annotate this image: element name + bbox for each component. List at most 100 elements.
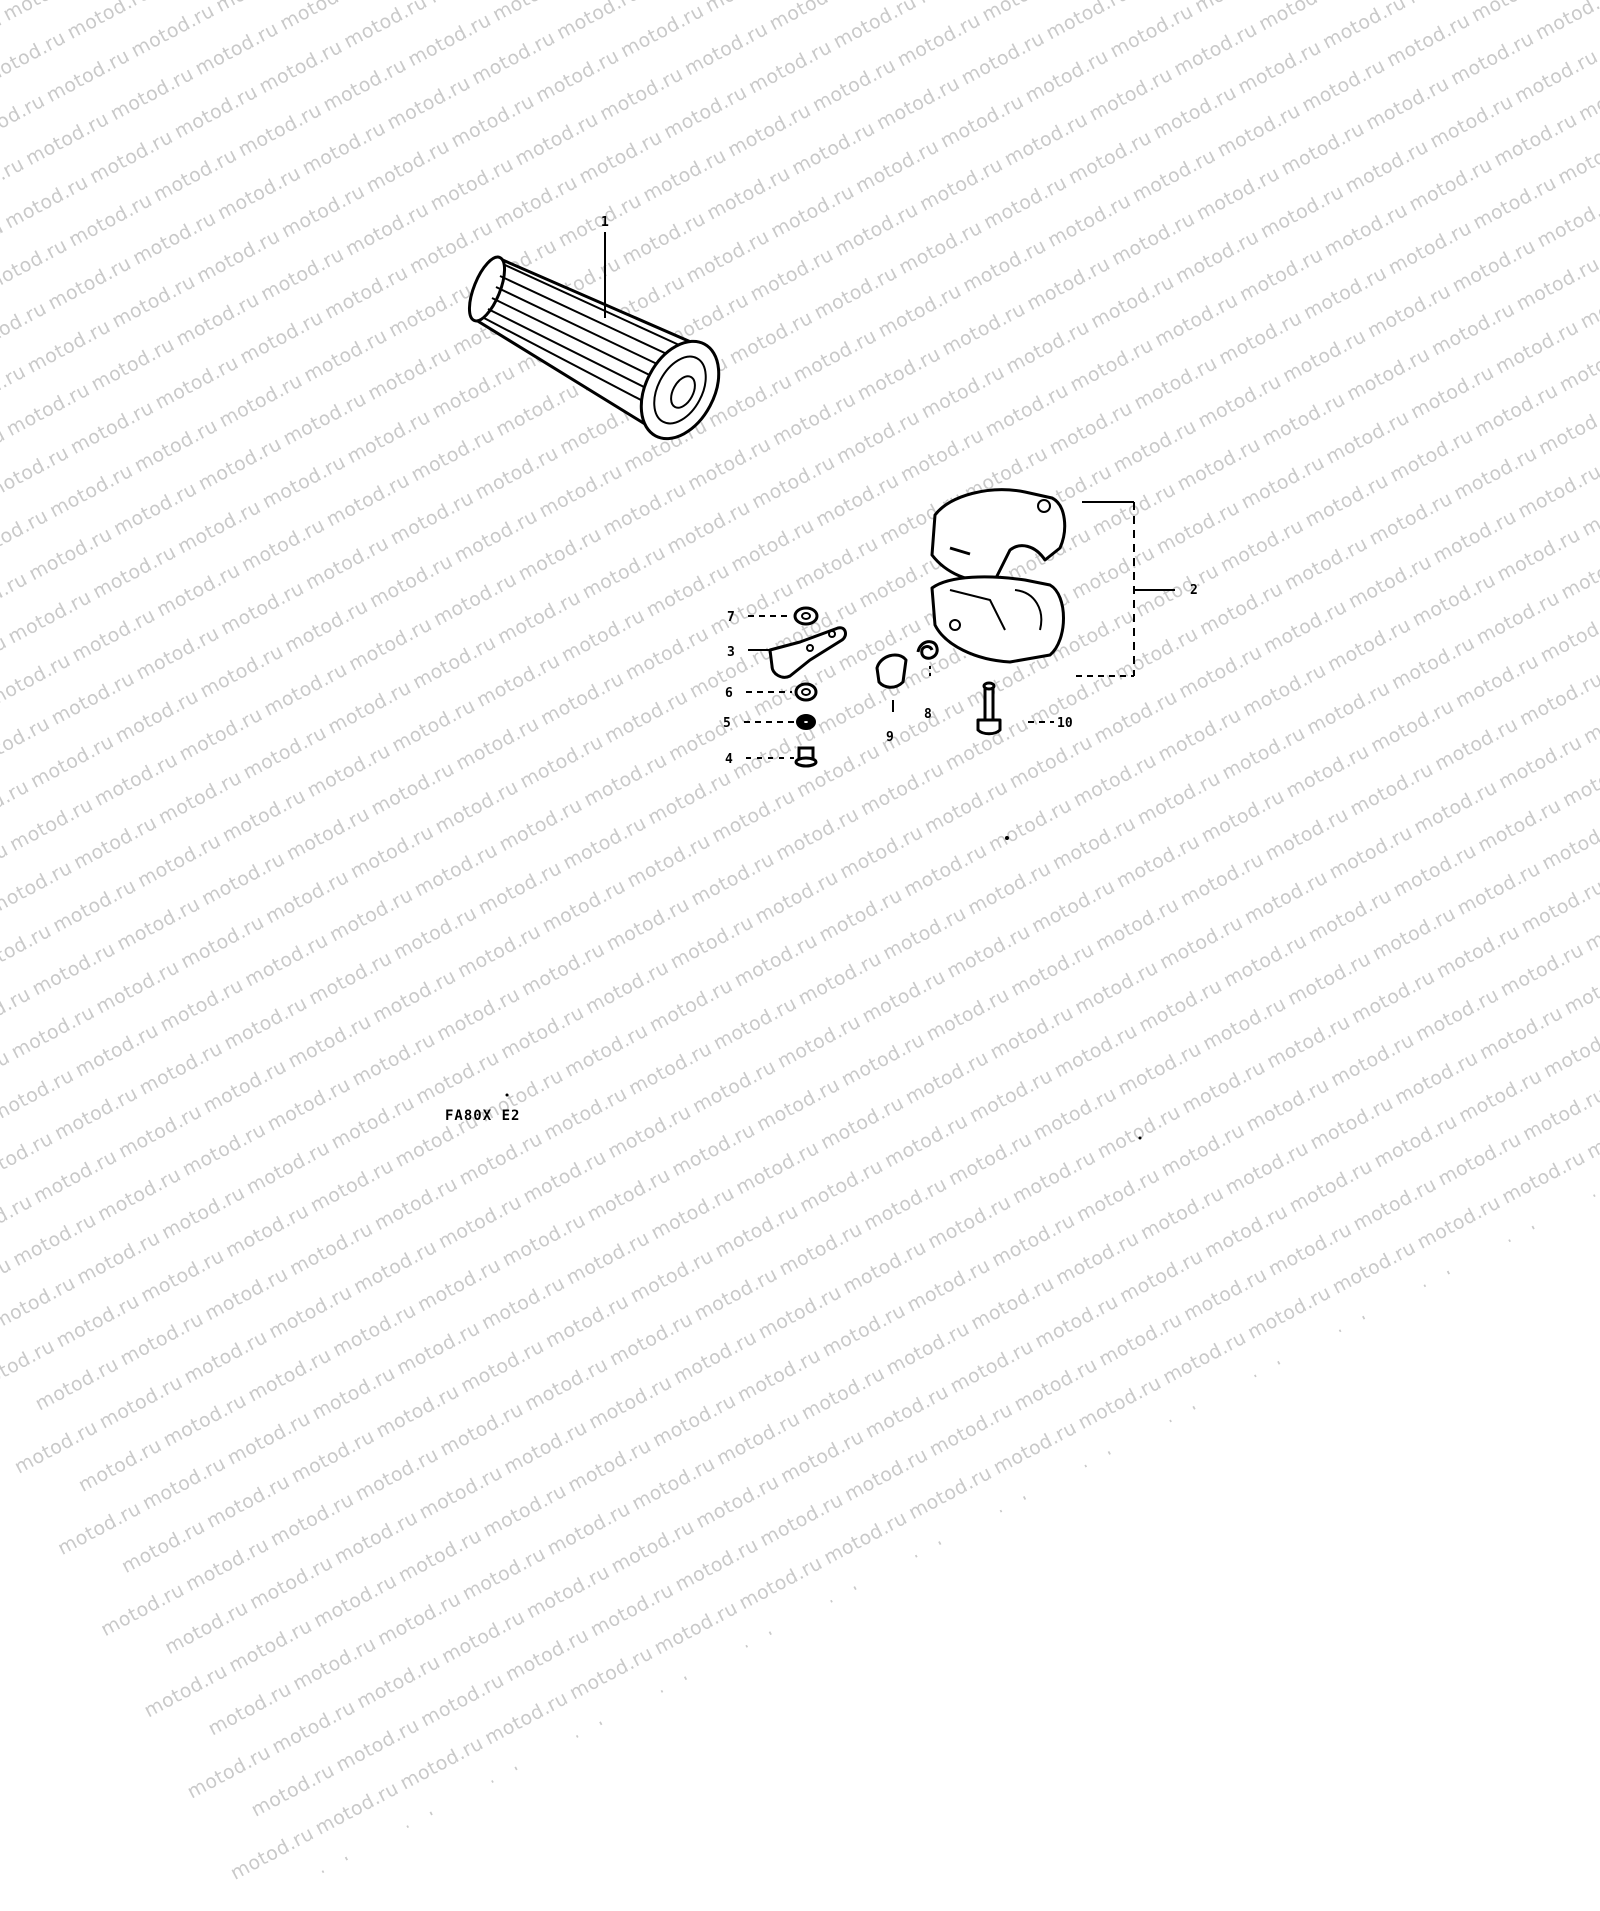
watermark-text: motod.ru: [754, 1281, 846, 1344]
watermark-text: motod.ru: [308, 1362, 400, 1425]
nut-icon: [796, 714, 816, 730]
watermark-text: motod.ru: [95, 1371, 187, 1434]
watermark-text: motod.ru: [393, 1317, 484, 1380]
watermark-text: motod.ru: [52, 1289, 144, 1353]
watermark-text: motod.ru: [565, 1642, 657, 1705]
watermark-text: motod.ru: [481, 1687, 572, 1750]
watermark-text: motod.ru: [501, 1623, 593, 1687]
watermark-text: motod.ru: [585, 1371, 676, 1434]
callout-7: 7: [727, 610, 735, 625]
watermark-text: motod.ru: [711, 1200, 803, 1263]
watermark-text: motod.ru: [562, 1227, 654, 1290]
callout-1: 1: [601, 215, 609, 230]
watermark-text: motod.ru: [140, 1659, 232, 1723]
watermark-text: motod.ru: [735, 1551, 827, 1615]
watermark-text: motod.ru: [223, 1407, 315, 1470]
watermark-text: motod.ru: [226, 1822, 318, 1885]
watermark-text: motod.ru: [332, 1714, 424, 1777]
cap-icon: [875, 653, 908, 689]
watermark-text: motod.ru: [564, 1434, 656, 1497]
watermark-text: motod.ru: [373, 1587, 465, 1651]
watermark-text: motod.ru: [372, 1380, 464, 1443]
watermark-text: motod.ru: [649, 1389, 740, 1452]
watermark-text: motod.ru: [1308, 1299, 1399, 1362]
spring-icon: [916, 640, 939, 660]
lever-bracket-icon: [768, 626, 847, 679]
watermark-text: motod.ru: [457, 1335, 548, 1398]
watermark-text: motod.ru: [394, 1524, 486, 1587]
watermark-text: motod.ru: [669, 1326, 761, 1389]
watermark-text: motod.ru: [1200, 1200, 1292, 1263]
watermark-text: motod.ru: [839, 1236, 931, 1299]
watermark-text: motod.ru: [353, 1650, 445, 1714]
watermark-text: motod.ru: [1328, 1236, 1420, 1299]
watermark-text: motod.ru: [541, 1290, 633, 1353]
watermark-text: motod.ru: [74, 1434, 166, 1497]
watermark-text: motod.ru: [73, 1226, 165, 1289]
watermark-text: motod.ru: [840, 1443, 932, 1506]
callout-6: 6: [725, 686, 733, 701]
watermark-text: motod.ru: [820, 1506, 912, 1570]
watermark-text: motod.ru: [545, 1705, 636, 1768]
watermark-text: motod.ru: [265, 1280, 357, 1344]
watermark-text: motod.ru: [479, 1479, 571, 1542]
bolt-icon: [976, 681, 1002, 736]
watermark-text: motod.ru: [201, 1262, 293, 1326]
watermark-text: motod.ru: [31, 1353, 123, 1416]
watermark-text: motod.ru: [1223, 1344, 1315, 1407]
watermark-text: motod.ru: [436, 1398, 528, 1461]
watermark-text: motod.ru: [285, 1217, 377, 1281]
watermark-text: motod.ru: [417, 1669, 509, 1732]
watermark-text: motod.ru: [605, 1308, 697, 1371]
watermark-text: motod.ru: [137, 1244, 229, 1308]
watermark-text: motod.ru: [204, 1677, 296, 1741]
watermark-text: motod.ru: [626, 1245, 718, 1308]
watermark-text: motod.ru: [904, 1461, 996, 1525]
watermark-text: motod.ru: [290, 1840, 382, 1903]
watermark-text: motod.ru: [946, 1335, 1038, 1398]
watermark-text: motod.ru: [650, 1597, 742, 1660]
callout-2: 2: [1190, 583, 1198, 598]
watermark-text: motod.ru: [1138, 1389, 1230, 1452]
watermark-text: motod.ru: [586, 1578, 678, 1642]
watermark-text: motod.ru: [54, 1497, 145, 1560]
watermark-text: motod.ru: [1095, 1308, 1187, 1371]
callout-8: 8: [924, 707, 932, 722]
watermark-text: motod.ru: [629, 1660, 721, 1723]
watermark-text: motod.ru: [97, 1578, 189, 1641]
watermark-text: motod.ru: [289, 1632, 381, 1696]
watermark-text: motod.ru: [437, 1605, 529, 1669]
watermark-text: motod.ru: [1159, 1326, 1251, 1389]
watermark-text: motod.ru: [713, 1407, 804, 1470]
watermark-text: motod.ru: [968, 1479, 1060, 1543]
watermark-text: motod.ru: [903, 1254, 995, 1317]
watermark-text: motod.ru: [10, 1416, 102, 1479]
watermark-text: motod.ru: [925, 1398, 1017, 1461]
watermark-text: motod.ru: [311, 1777, 403, 1840]
watermark-text: motod.ru: [799, 1570, 891, 1633]
callout-4: 4: [725, 752, 733, 767]
watermark-text: motod.ru: [797, 1362, 889, 1425]
watermark-text: motod.ru: [882, 1317, 974, 1380]
watermark-text: motod.ru: [775, 1218, 867, 1281]
watermark-text: motod.ru: [9, 1208, 101, 1271]
washer-icon: [794, 682, 818, 702]
watermark-text: motod.ru: [1074, 1371, 1166, 1434]
watermark-text: motod.ru: [246, 1551, 337, 1614]
callout-9: 9: [886, 730, 894, 745]
watermark-text: motod.ru: [714, 1615, 806, 1678]
watermark-text: motod.ru: [458, 1542, 550, 1605]
washer-icon: [793, 606, 819, 626]
watermark-text: motod.ru: [413, 1254, 505, 1317]
watermark-text: motod.ru: [351, 1443, 443, 1506]
watermark-text: motod.ru: [0, 1334, 59, 1398]
callout-bracket-2: [1076, 501, 1175, 677]
watermark-text: motod.ru: [884, 1524, 976, 1588]
watermark-text: motod.ru: [1053, 1434, 1145, 1498]
handlebar-grip-icon: [467, 232, 721, 441]
watermark-text: motod.ru: [498, 1208, 590, 1272]
watermark-text: motod.ru: [159, 1389, 251, 1452]
watermark-text: motod.ru: [1052, 1227, 1143, 1290]
watermark-text: motod.ru: [434, 1190, 526, 1254]
watermark-text: motod.ru: [161, 1596, 253, 1659]
